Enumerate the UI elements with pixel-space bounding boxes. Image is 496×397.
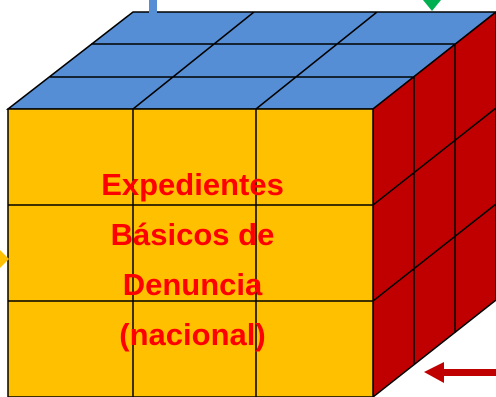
cube-front-label: Expedientes Básicos de Denuncia (naciona… xyxy=(20,160,365,360)
arrow-bottom-right-red xyxy=(424,362,496,383)
label-line-1: Expedientes xyxy=(101,167,284,202)
arrow-top-blue xyxy=(141,0,165,42)
cube-side-grid xyxy=(372,44,496,365)
cube-front-face xyxy=(7,108,374,397)
cube-top-grid xyxy=(50,11,455,110)
cube-front-grid xyxy=(8,109,373,397)
label-line-4: (nacional) xyxy=(119,317,266,352)
label-line-3: Denuncia xyxy=(122,267,263,302)
arrow-top-right-green xyxy=(423,0,441,11)
arrow-left-orange xyxy=(0,250,9,268)
label-line-2: Básicos de xyxy=(110,217,275,252)
